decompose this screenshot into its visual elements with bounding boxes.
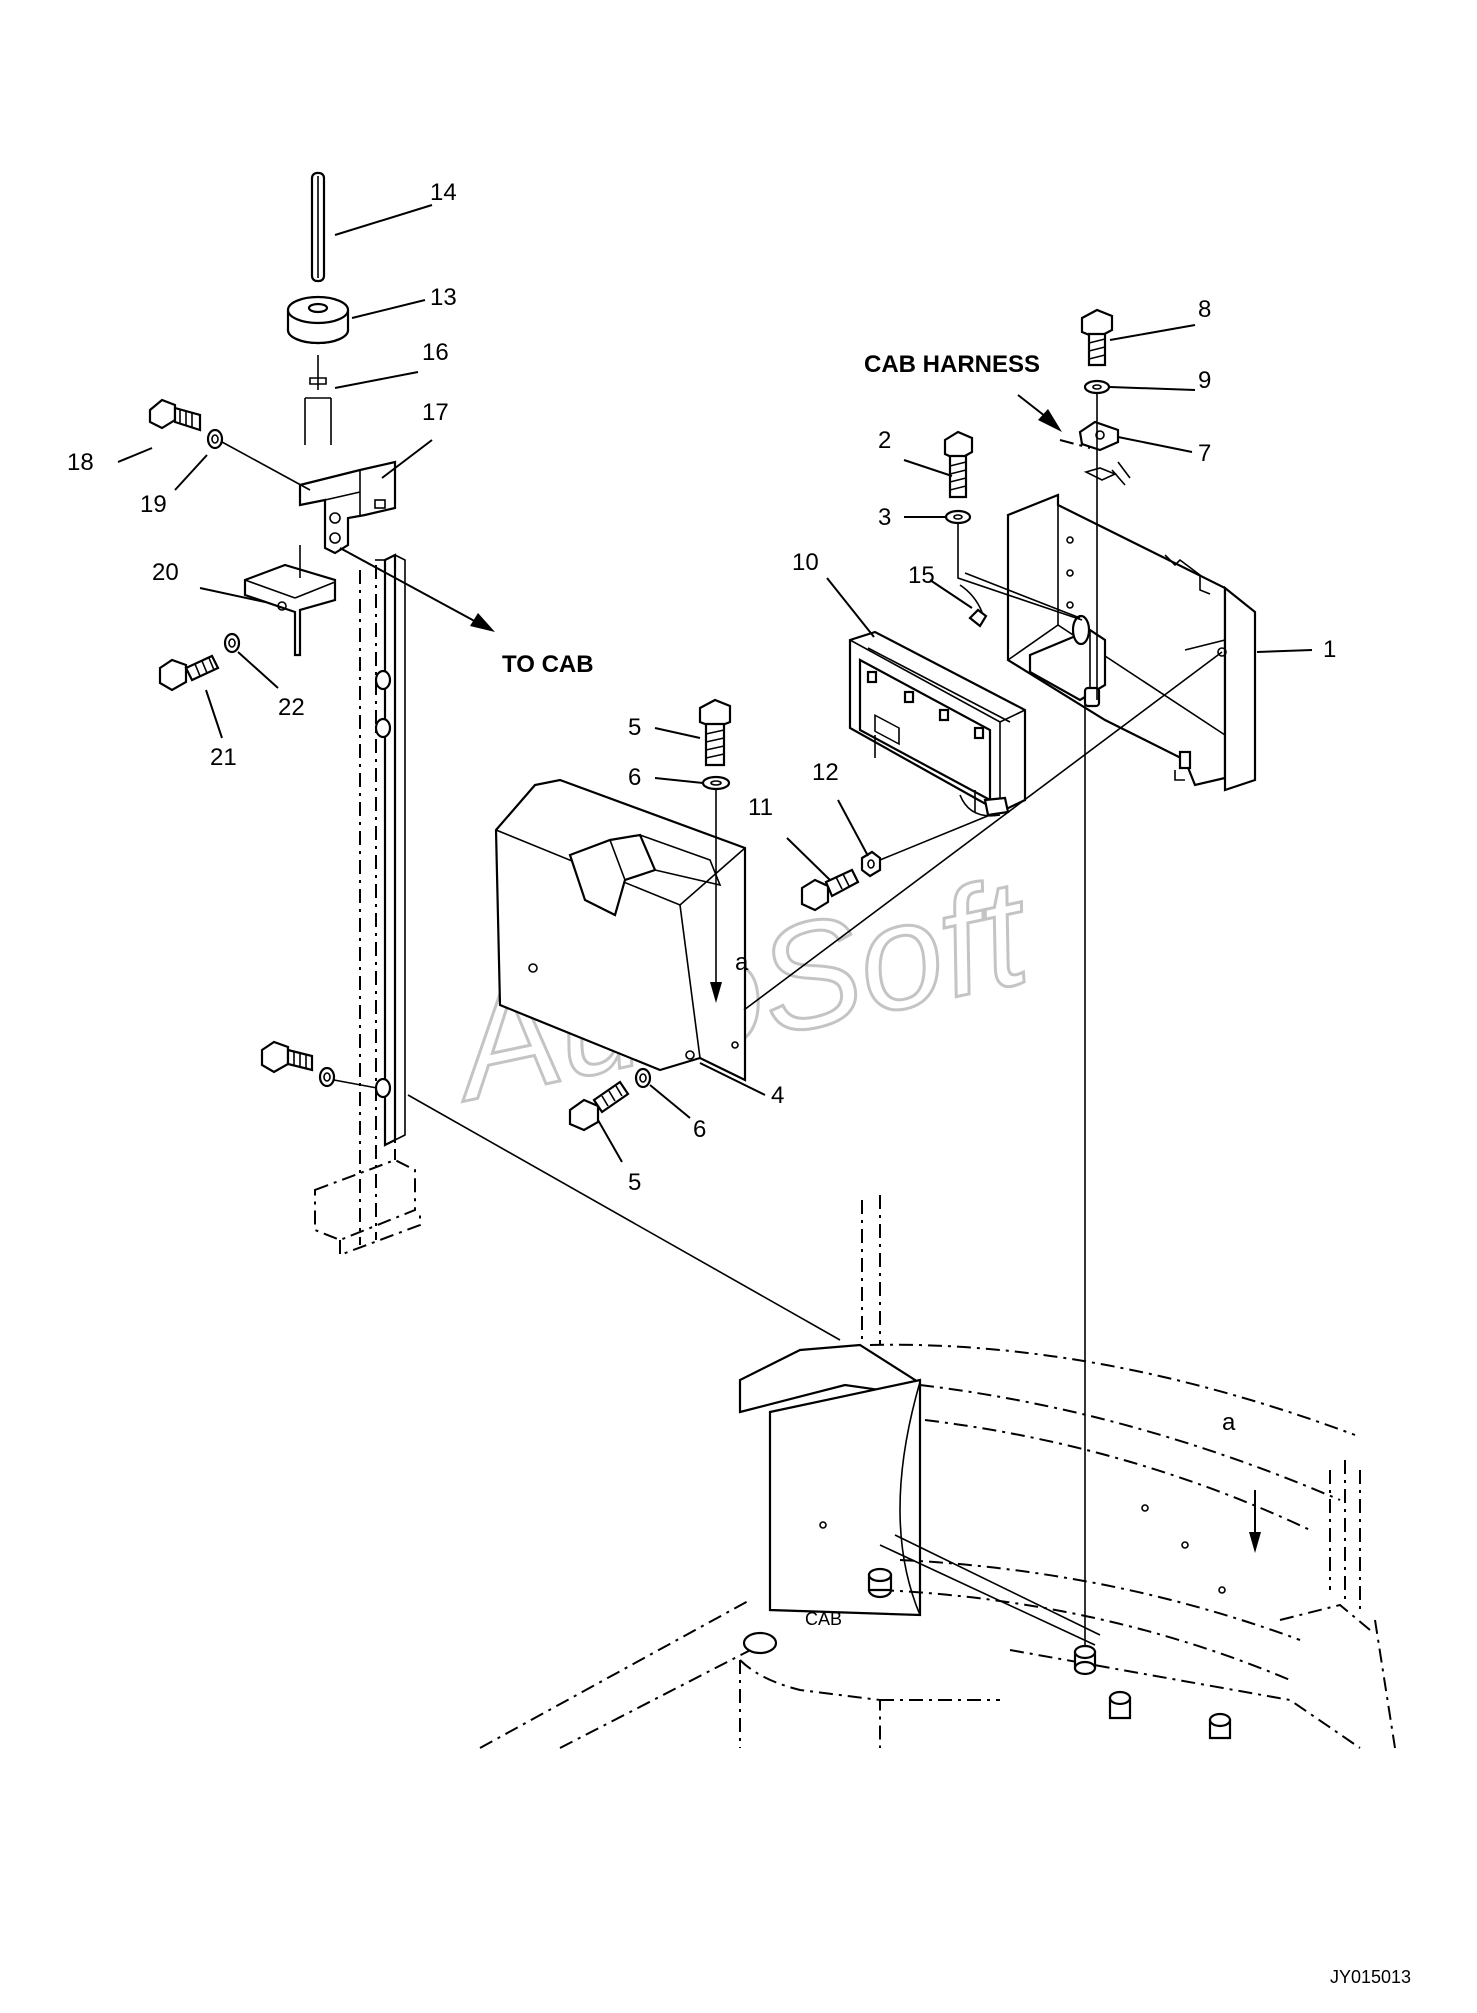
callout-20: 20	[152, 559, 179, 586]
cab-pillar	[314, 553, 421, 1257]
callout-2: 2	[878, 427, 891, 454]
to-cab-arrow	[339, 547, 495, 632]
antenna-clip	[304, 355, 332, 445]
callout-9: 9	[1198, 367, 1211, 394]
callout-14: 14	[430, 179, 457, 206]
harness-line	[1059, 439, 1091, 449]
callout-3: 3	[878, 504, 891, 531]
callout-7: 7	[1198, 440, 1211, 467]
bolt-2	[943, 430, 974, 499]
antenna-rod	[310, 171, 326, 283]
a-label-upper: a	[735, 949, 749, 976]
cover-4	[494, 778, 747, 1082]
callout-21: 21	[210, 744, 237, 771]
bolt-21	[158, 654, 220, 692]
a-label-lower: a	[1222, 1409, 1236, 1436]
box-1	[1006, 493, 1257, 792]
washer-22	[223, 632, 241, 654]
callout-17: 17	[422, 399, 449, 426]
callout-22: 22	[278, 694, 305, 721]
callout-12: 12	[812, 759, 839, 786]
callout-8: 8	[1198, 296, 1211, 323]
arrow-a-lower	[1249, 1490, 1261, 1553]
callout-15: 15	[908, 562, 935, 589]
assembly-line-pillar	[333, 1079, 378, 1089]
assembly-line-2	[957, 523, 1083, 621]
assembly-line-12	[879, 814, 991, 861]
bolt-18	[148, 398, 202, 432]
assembly-line-15	[964, 572, 1081, 619]
washer-6-lower	[634, 1067, 652, 1089]
callout-6-lower: 6	[693, 1116, 706, 1143]
callout-6-upper: 6	[628, 764, 641, 791]
grommet-15	[959, 584, 1091, 646]
bolt-5-upper	[698, 698, 732, 767]
pillar-washer	[318, 1066, 336, 1088]
pillar-bolt	[260, 1040, 314, 1074]
to-cab-label: TO CAB	[502, 651, 594, 678]
callout-4: 4	[771, 1082, 784, 1109]
washer-19	[206, 428, 224, 450]
clamp-7	[1078, 420, 1131, 486]
cab-body	[479, 1195, 1396, 1749]
callout-5-upper: 5	[628, 714, 641, 741]
assembly-line-pillar-to-cab	[407, 1094, 841, 1341]
assembly-line-18	[221, 441, 311, 491]
controller-10	[848, 630, 1027, 817]
bolt-11	[800, 868, 860, 912]
callout-11: 11	[748, 794, 773, 821]
antenna-bracket	[298, 460, 397, 555]
assembly-line-a	[743, 651, 1223, 1011]
callout-13: 13	[430, 284, 457, 311]
callout-19: 19	[140, 491, 167, 518]
drawing-id: JY015013	[1330, 1967, 1411, 1987]
bolt-8	[1080, 308, 1114, 367]
washer-9	[1083, 379, 1111, 395]
bracket-20	[243, 563, 337, 657]
callout-18: 18	[67, 449, 94, 476]
callout-10: 10	[792, 549, 819, 576]
callout-1: 1	[1323, 636, 1336, 663]
cab-harness-label: CAB HARNESS	[864, 351, 1040, 378]
antenna-base-grommet	[286, 295, 350, 345]
callout-5-lower: 5	[628, 1169, 641, 1196]
nut-12	[860, 850, 882, 878]
cab-harness-arrow	[1017, 394, 1062, 432]
arrow-a-upper	[710, 982, 722, 1003]
bolt-5-lower	[568, 1080, 630, 1132]
leader-lines	[117, 204, 1313, 1163]
callout-16: 16	[422, 339, 449, 366]
washer-6-upper	[701, 775, 731, 791]
cab-label: CAB	[805, 1609, 842, 1629]
washer-3	[944, 509, 972, 525]
